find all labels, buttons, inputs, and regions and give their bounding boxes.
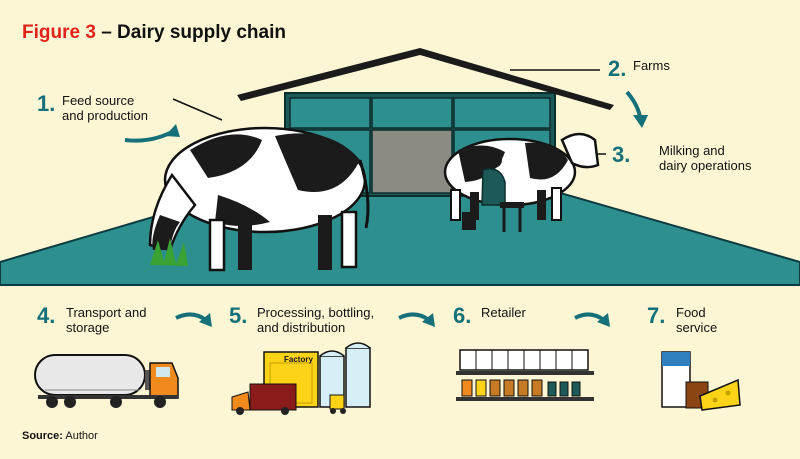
step-label-1-line-1: Feed source [62,93,134,108]
arrow-icon-transport-to-processing [176,313,212,327]
arrow-icon-retailer-to-food-service [575,313,610,327]
figure-title-text: – Dairy supply chain [101,22,286,43]
step-label-5-line-2: and distribution [257,320,345,335]
step-label-3-line-2: dairy operations [659,158,752,173]
step-label-4-line-1: Transport and [66,305,146,320]
source-label: Source: [22,430,63,442]
step-number-5: 5. [229,305,247,327]
step-label-5-line-1: Processing, bottling, [257,305,374,320]
step-label-3-line-1: Milking and [659,143,725,158]
pasture-ground [0,190,800,285]
figure-label: Figure 3 [22,22,96,43]
step-label-4-line-2: storage [66,320,109,335]
step-label-6-line-1: Retailer [481,305,526,320]
pointer-line-feed [173,99,222,120]
arrow-icon-feed-to-farm [125,124,180,141]
step-label-5: Processing, bottling,and distribution [257,305,374,335]
step-number-2: 2. [608,58,626,80]
step-label-1-line-2: and production [62,108,148,123]
source-note: Source: Author [22,430,98,442]
food-service-icon [662,352,740,410]
retail-shelves-icon [456,350,594,401]
step-number-7: 7. [647,305,665,327]
step-label-7-line-2: service [676,320,717,335]
arrow-icon-processing-to-retailer [399,313,435,327]
step-number-1: 1. [37,93,55,115]
step-number-3: 3. [612,144,630,166]
step-label-7-line-1: Food [676,305,706,320]
step-label-2: Farms [633,58,670,73]
factory-sign: Factory [284,355,313,364]
step-number-4: 4. [37,305,55,327]
arrow-icon-farm-to-milking [627,92,648,128]
step-label-6: Retailer [481,305,526,320]
factory-icon [232,343,370,415]
source-text: Author [63,430,98,442]
step-number-6: 6. [453,305,471,327]
tanker-truck-icon [35,355,178,408]
step-label-2-line-1: Farms [633,58,670,73]
figure-title: Figure 3 – Dairy supply chain [22,22,286,44]
